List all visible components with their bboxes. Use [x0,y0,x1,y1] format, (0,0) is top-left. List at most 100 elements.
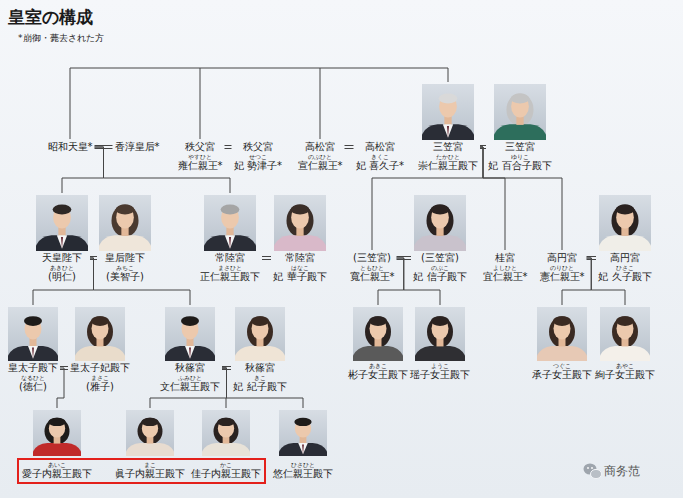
person-name: 承子女王殿下 [532,369,592,381]
portrait-photo [537,307,587,361]
name-reading: ゆりこ [511,153,529,160]
portrait-photo [414,195,466,251]
portrait-photo [274,195,326,251]
portrait-photo [599,195,651,251]
person-node: 三笠宮ゆりこ妃 百合子殿下 [486,82,554,174]
person-name: 常陸宮 [285,252,315,264]
person-node: 秩父宮やすひと雍仁親王* [176,139,225,174]
diagram-title: 皇室の構成 [8,6,93,28]
person-name: 秩父宮 [243,141,273,153]
person-name: 高松宮 [365,141,395,153]
name-reading: はなこ [291,264,309,271]
person-name: 常陸宮 [215,252,245,264]
portrait-photo [75,307,125,361]
name-reading: きこ [254,374,266,381]
person-node: あいこ愛子内親王殿下 [20,408,94,482]
person-name: 天皇陛下 [42,252,82,264]
person-name: 三笠宮 [433,141,463,153]
person-name: 高円宮 [610,252,640,264]
descent-line [222,368,303,408]
portrait-photo [279,410,327,456]
marriage-link [262,257,271,260]
person-name: 秋篠宮 [175,362,205,374]
name-reading: きくこ [371,153,389,160]
person-node: 皇太子殿下なるひと(徳仁) [6,305,60,395]
descent-line [150,368,227,408]
descent-line [57,368,64,408]
name-reading: あきこ [369,362,387,369]
person-name: 妃 紀子殿下 [233,381,286,393]
wechat-icon [584,464,602,479]
portrait-photo [494,84,546,140]
portrait-photo [8,307,58,361]
name-reading: ともひと [360,264,384,271]
descent-line [62,147,104,193]
footnote: *崩御・薨去された方 [18,32,104,45]
descent-line [95,147,231,193]
person-node: あきこ彬子女王殿下 [346,305,410,383]
person-name: 瑶子女王殿下 [410,369,470,381]
name-reading: あやこ [616,362,634,369]
person-name: 桂宮 [495,252,515,264]
person-name: 秩父宮 [185,141,215,153]
person-node: あやこ絢子女王殿下 [593,305,657,383]
person-node: 天皇陛下あきひと(明仁) [34,193,90,285]
portrait-photo [204,195,256,251]
name-reading: まさこ [91,374,109,381]
name-reading: なるひと [21,374,45,381]
person-name: 憲仁親王* [540,271,585,283]
person-name: 悠仁親王殿下 [273,468,333,480]
person-name: 絢子女王殿下 [595,369,655,381]
person-name: 高円宮 [547,252,577,264]
person-node: 三笠宮たかひと崇仁親王殿下 [416,82,480,174]
person-name: 佳子内親王殿下 [191,468,261,480]
person-name: 宜仁親王* [483,271,528,283]
person-name: 文仁親王殿下 [160,381,220,393]
portrait-photo [36,195,88,251]
person-node: 秋篠宮ふみひと文仁親王殿下 [158,305,222,395]
name-reading: ひさひと [291,461,315,468]
watermark: 商务范 [604,463,640,480]
person-node: ようこ瑶子女王殿下 [408,305,472,383]
person-node: 秋篠宮きこ妃 紀子殿下 [231,305,289,395]
person-name: 皇太子殿下 [8,362,58,374]
person-name: 妃 久子殿下 [598,271,651,283]
person-name: 妃 勢津子* [234,160,282,172]
person-name: 眞子内親王殿下 [115,468,185,480]
person-name: (雅子) [86,381,114,393]
portrait-photo [126,410,174,456]
name-reading: たかひと [436,153,460,160]
person-node: まこ眞子内親王殿下 [113,408,187,482]
person-name: (徳仁) [19,381,47,393]
name-reading: ひさこ [616,264,634,271]
person-name: 雍仁親王* [178,160,223,172]
name-reading: のぶひと [308,153,332,160]
person-node: 秩父宮せつこ妃 勢津子* [232,139,285,174]
portrait-photo [235,307,285,361]
portrait-photo [33,410,81,456]
name-reading: のりひと [550,264,574,271]
descent-line [222,368,227,408]
person-name: 寬仁親王* [350,271,395,283]
person-node: 高円宮のりひと憲仁親王* [538,250,587,285]
person-name: 昭和天皇* [48,141,93,153]
marriage-link [225,146,232,149]
person-node: 高松宮きくこ妃 喜久子* [354,139,407,174]
person-name: 秋篠宮 [245,362,275,374]
person-node: 高円宮ひさこ妃 久子殿下 [596,193,654,285]
person-name: 彬子女王殿下 [348,369,408,381]
name-reading: ようこ [431,362,449,369]
person-name: 香淳皇后* [115,141,160,153]
person-name: 妃 喜久子* [356,160,404,172]
person-name: 皇太子妃殿下 [70,362,130,374]
portrait-photo [99,195,151,251]
person-name: 正仁親王殿下 [200,271,260,283]
person-node: ひさひと悠仁親王殿下 [271,408,335,482]
person-node: 常陸宮まさひと正仁親王殿下 [198,193,262,285]
portrait-photo [415,307,465,361]
sibling-bracket [70,68,448,139]
person-name: 崇仁親王殿下 [418,160,478,172]
descent-line [33,258,94,305]
portrait-photo [600,307,650,361]
person-name: 三笠宮 [505,141,535,153]
